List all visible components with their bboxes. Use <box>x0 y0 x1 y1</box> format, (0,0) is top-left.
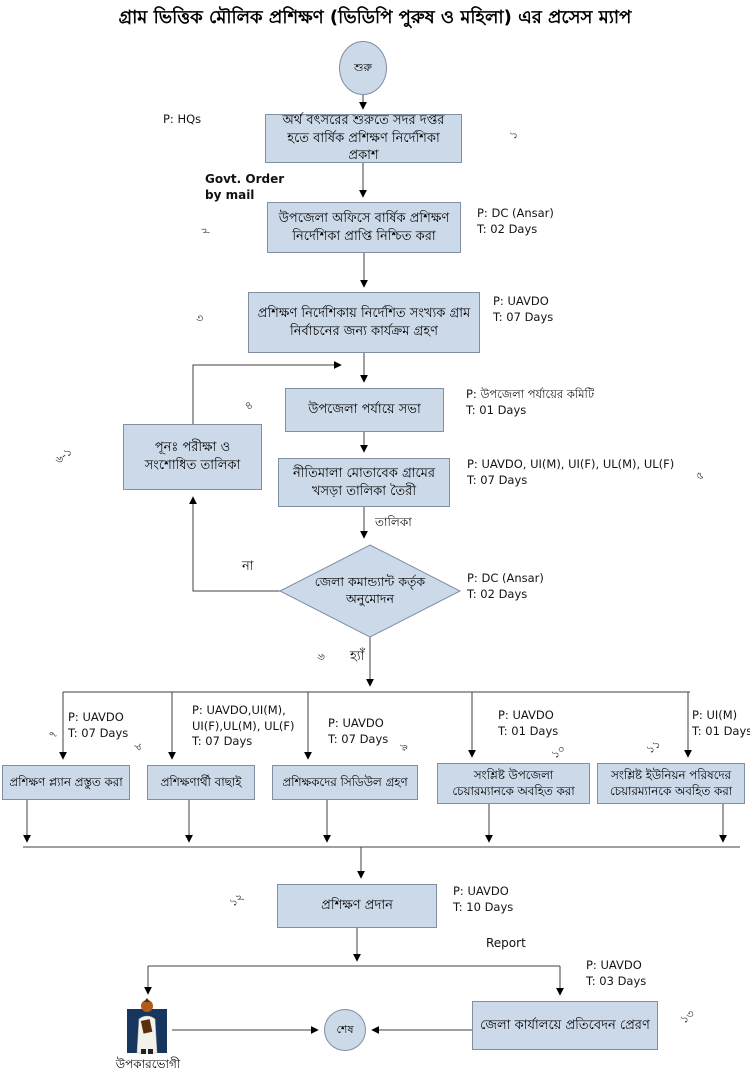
page-title: গ্রাম ভিত্তিক মৌলিক প্রশিক্ষণ (ভিডিপি পু… <box>118 7 632 28</box>
edge-label-yes: হ্যাঁ <box>350 649 365 664</box>
process-step-13: জেলা কার্যালয়ে প্রতিবেদন প্রেরণ <box>472 1001 658 1050</box>
edge-label-no: না <box>242 559 254 574</box>
annotation-step-2: P: DC (Ansar) T: 02 Days <box>477 206 587 237</box>
beneficiary-label: উপকারভোগী <box>115 1057 181 1071</box>
annotation-step-12: P: UAVDO T: 10 Days <box>453 884 543 915</box>
decision-diamond <box>278 544 462 638</box>
annotation-performer: P: UAVDO,UI(M), UI(F),UL(M), UL(F) <box>192 703 295 733</box>
annotation-performer: P: DC (Ansar) <box>467 571 544 585</box>
annotation-step-3: P: UAVDO T: 07 Days <box>493 294 603 325</box>
annotation-time: T: 07 Days <box>192 734 253 749</box>
annotation-performer: P: UAVDO <box>498 708 554 722</box>
annotation-performer: P: UAVDO <box>493 294 549 308</box>
annotation-time: T: 03 Days <box>586 973 647 988</box>
annotation-step-9: P: UAVDO T: 07 Days <box>328 716 413 747</box>
edge-label-report: Report <box>486 936 526 950</box>
process-step-10: সংশ্লিষ্ট উপজেলা চেয়ারম্যানকে অবহিত করা <box>437 763 590 804</box>
annotation-performer: P: DC (Ansar) <box>477 206 554 220</box>
annotation-performer: P: UAVDO <box>586 958 642 972</box>
process-step-2: উপজেলা অফিসে বার্ষিক প্রশিক্ষণ নির্দেশিক… <box>267 202 461 253</box>
annotation-performer: P: UAVDO <box>453 884 509 898</box>
annotation-performer: P: HQs <box>163 112 202 126</box>
annotation-time: T: 01 Days <box>498 723 559 738</box>
annotation-time: T: 10 Days <box>453 899 514 914</box>
annotation-performer: P: UI(M) <box>692 708 738 722</box>
decision-approval-label: জেলা কমান্ড্যান্ট কর্তৃক অনুমোদন <box>314 574 426 606</box>
annotation-step-1: P: HQs <box>163 112 201 128</box>
annotation-step-11: P: UI(M) T: 01 Days <box>692 708 750 739</box>
annotation-time: T: 01 Days <box>466 402 527 417</box>
edge-label-govt-order: Govt. Order by mail <box>205 172 285 202</box>
edge-label-list: তালিকা <box>375 515 412 529</box>
process-step-12: প্রশিক্ষণ প্রদান <box>277 884 437 928</box>
beneficiary-icon <box>127 998 167 1054</box>
annotation-time: T: 07 Days <box>493 309 554 324</box>
process-step-9: প্রশিক্ষকদের সিডিউল গ্রহণ <box>272 765 418 800</box>
annotation-performer: P: UAVDO <box>68 710 124 724</box>
annotation-step-5: P: UAVDO, UI(M), UI(F), UL(M), UL(F) T: … <box>467 457 747 488</box>
process-step-7: প্রশিক্ষণ প্ল্যান প্রস্তুত করা <box>2 765 130 800</box>
annotation-performer: P: UAVDO, UI(M), UI(F), UL(M), UL(F) <box>467 457 675 471</box>
node-start: শুরু <box>339 41 387 95</box>
edge-decision-no <box>189 496 280 592</box>
annotation-time: T: 07 Days <box>68 725 129 740</box>
process-step-5: নীতিমালা মোতাবেক গ্রামের খসড়া তালিকা তৈ… <box>278 458 450 507</box>
process-step-recheck: পূনঃ পরীক্ষা ও সংশোধিত তালিকা <box>123 424 262 490</box>
annotation-decision: P: DC (Ansar) T: 02 Days <box>467 571 587 602</box>
process-step-1: অর্থ বৎসরের শুরুতে সদর দপ্তর হতে বার্ষিক… <box>265 113 462 163</box>
annotation-step-4: P: উপজেলা পর্যায়ের কমিটি T: 01 Days <box>466 387 666 418</box>
annotation-time: T: 07 Days <box>467 472 528 487</box>
annotation-time: T: 07 Days <box>328 731 389 746</box>
annotation-step-7: P: UAVDO T: 07 Days <box>68 710 153 741</box>
annotation-time: T: 01 Days <box>692 723 750 738</box>
annotation-time: T: 02 Days <box>467 586 528 601</box>
annotation-performer: P: উপজেলা পর্যায়ের কমিটি <box>466 387 595 401</box>
process-step-11: সংশ্লিষ্ট ইউনিয়ন পরিষদের চেয়ারম্যানকে … <box>597 763 745 804</box>
process-step-8: প্রশিক্ষণার্থী বাছাই <box>147 765 255 800</box>
annotation-step-10: P: UAVDO T: 01 Days <box>498 708 583 739</box>
annotation-step-8: P: UAVDO,UI(M), UI(F),UL(M), UL(F) T: 07… <box>192 703 316 750</box>
process-step-4: উপজেলা পর্যায়ে সভা <box>285 388 444 432</box>
node-end: শেষ <box>324 1009 366 1051</box>
annotation-time: T: 02 Days <box>477 221 538 236</box>
annotation-performer: P: UAVDO <box>328 716 384 730</box>
process-step-3: প্রশিক্ষণ নির্দেশিকায় নির্দেশিত সংখ্যক … <box>248 292 480 353</box>
edge-recheck-return <box>192 361 342 424</box>
annotation-step-13: P: UAVDO T: 03 Days <box>586 958 676 989</box>
